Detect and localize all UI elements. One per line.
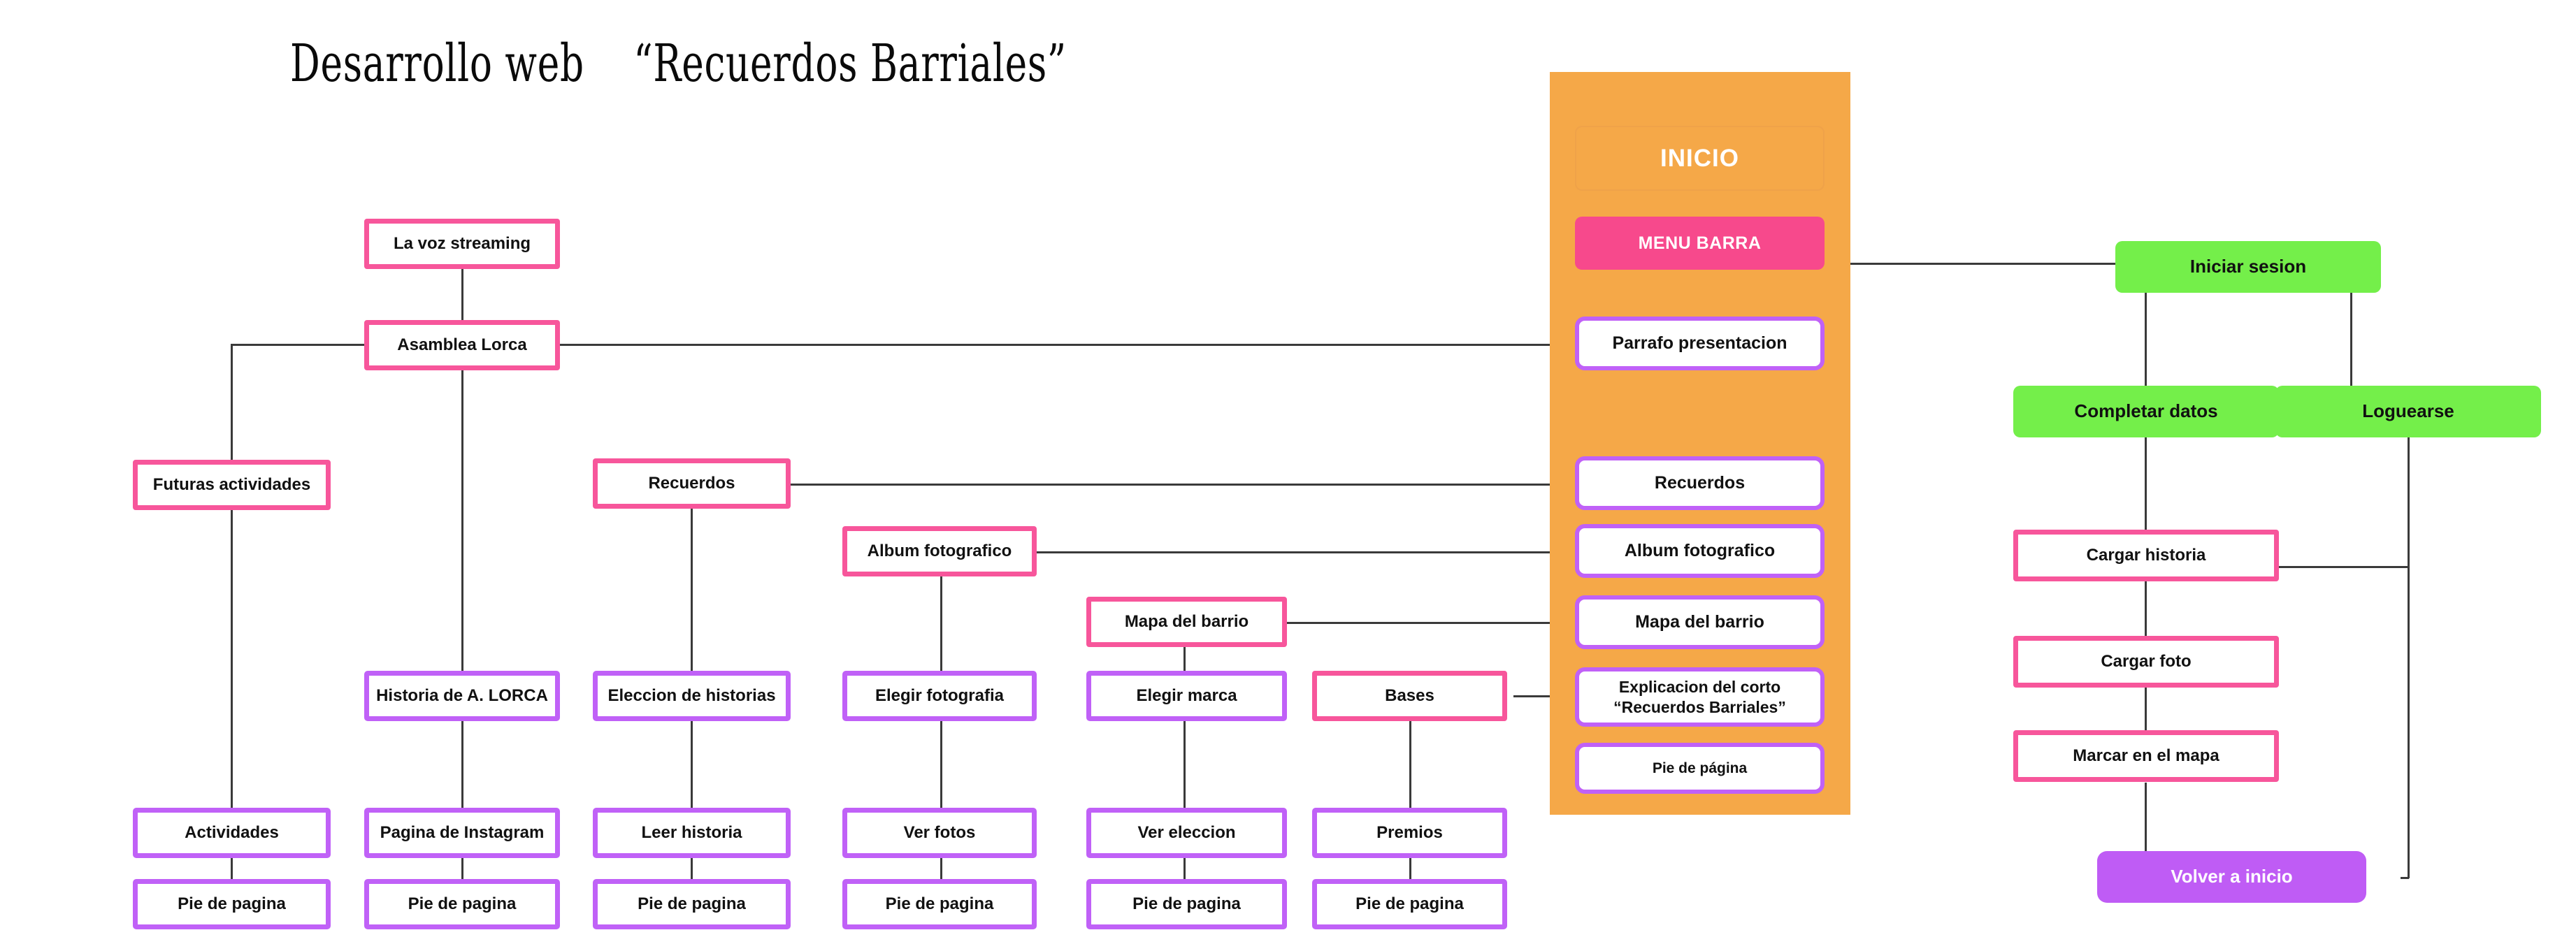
node-pie-de-pagina-4[interactable]: Pie de pagina [842,879,1037,929]
panel-item-mapa-del-barrio[interactable]: Mapa del barrio [1575,595,1825,649]
node-ver-eleccion[interactable]: Ver eleccion [1086,808,1287,858]
connector-asamblea-left-h [231,344,365,346]
connector-volver-loguearse-h [2401,877,2409,879]
connector-menubarra-iniciarsesion [1825,263,2117,265]
connector-lavoz-asamblea [461,269,463,321]
panel-item-album-fotografico[interactable]: Album fotografico [1575,524,1825,578]
node-mapa-del-barrio[interactable]: Mapa del barrio [1086,597,1287,647]
node-loguearse[interactable]: Loguearse [2275,386,2541,437]
connector-mapa-panel [1286,622,1581,624]
node-historia-de-a-lorca[interactable]: Historia de A. LORCA [364,671,560,721]
node-marcar-en-el-mapa[interactable]: Marcar en el mapa [2013,730,2279,782]
node-completar-datos[interactable]: Completar datos [2013,386,2279,437]
node-cargar-historia[interactable]: Cargar historia [2013,530,2279,581]
connector-completar-cargarhistoria [2145,437,2147,545]
connector-elegirmarca-vereleccion [1183,699,1186,832]
connector-vereleccion-pie [1183,858,1186,892]
connector-verfotos-pie [940,858,942,892]
connector-loguearse-cargarhistoria-h [2274,566,2409,568]
connector-leer-pie [691,858,693,892]
connector-album-elegirfoto [940,576,942,671]
node-pie-de-pagina-3[interactable]: Pie de pagina [593,879,791,929]
inicio-header-label: INICIO [1660,144,1739,172]
panel-item-explicacion-del-corto[interactable]: Explicacion del corto “Recuerdos Barrial… [1575,667,1825,727]
connector-recuerdos-panel [790,484,1580,486]
connector-futuras-down [231,344,233,484]
connector-loguearse-down [2408,437,2410,878]
node-ver-fotos[interactable]: Ver fotos [842,808,1037,858]
connector-album-panel [1036,551,1581,553]
page-title: Desarrollo web “Recuerdos Barriales” [290,34,1067,94]
connector-eleccion-leer [691,699,693,832]
node-asamblea-lorca[interactable]: Asamblea Lorca [364,320,560,370]
node-la-voz-streaming[interactable]: La voz streaming [364,219,560,269]
node-album-fotografico[interactable]: Album fotografico [842,526,1037,576]
panel-item-pie-de-pagina[interactable]: Pie de página [1575,743,1825,794]
node-pagina-de-instagram[interactable]: Pagina de Instagram [364,808,560,858]
node-volver-a-inicio[interactable]: Volver a inicio [2097,851,2366,903]
node-eleccion-de-historias[interactable]: Eleccion de historias [593,671,791,721]
node-pie-de-pagina-5[interactable]: Pie de pagina [1086,879,1287,929]
connector-historia-instagram [461,699,463,832]
inicio-header-box: INICIO [1575,126,1825,191]
connector-marcar-down [2145,783,2147,878]
connector-asamblea-parrafo [560,344,1581,346]
node-pie-de-pagina-2[interactable]: Pie de pagina [364,879,560,929]
node-leer-historia[interactable]: Leer historia [593,808,791,858]
connector-iniciar-completar [2145,292,2147,400]
connector-actividades-pie [231,858,233,892]
node-recuerdos[interactable]: Recuerdos [593,458,791,509]
node-elegir-fotografia[interactable]: Elegir fotografia [842,671,1037,721]
node-premios[interactable]: Premios [1312,808,1507,858]
node-cargar-foto[interactable]: Cargar foto [2013,636,2279,688]
connector-instagram-pie [461,858,463,892]
connector-mapa-elegirmarca [1183,647,1186,671]
menu-barra-button[interactable]: MENU BARRA [1575,217,1825,270]
node-iniciar-sesion[interactable]: Iniciar sesion [2115,241,2381,293]
connector-iniciar-loguearse [2350,292,2352,400]
node-bases[interactable]: Bases [1312,671,1507,721]
panel-item-recuerdos[interactable]: Recuerdos [1575,456,1825,510]
connector-cargarhistoria-cargarfoto [2145,580,2147,636]
panel-item-parrafo-presentacion[interactable]: Parrafo presentacion [1575,317,1825,370]
connector-bases-premios [1409,721,1411,832]
node-elegir-marca[interactable]: Elegir marca [1086,671,1287,721]
connector-recuerdos-eleccion [691,509,693,671]
node-pie-de-pagina-1[interactable]: Pie de pagina [133,879,331,929]
connector-futuras-actividades [231,510,233,832]
node-futuras-actividades[interactable]: Futuras actividades [133,460,331,510]
connector-elegirfoto-verfotos [940,699,942,832]
connector-premios-pie [1409,858,1411,892]
node-actividades[interactable]: Actividades [133,808,331,858]
connector-bases-explicacion [1513,695,1583,697]
connector-cargarfoto-marcar [2145,687,2147,730]
connector-asamblea-historia [461,370,463,671]
node-pie-de-pagina-6[interactable]: Pie de pagina [1312,879,1507,929]
